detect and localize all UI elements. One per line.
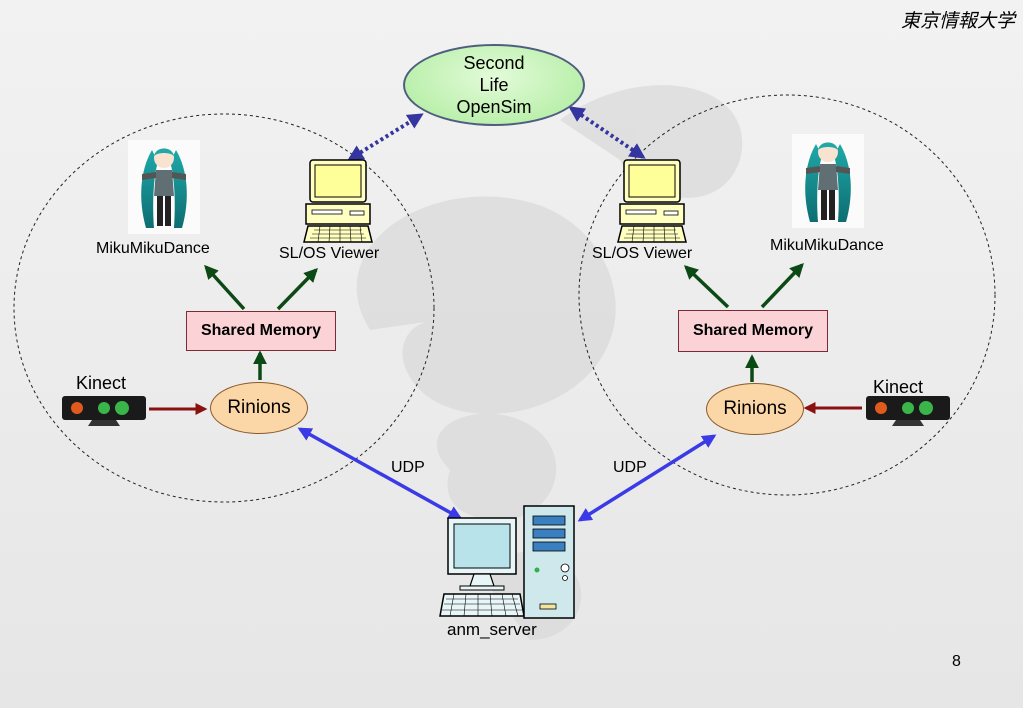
left-miku-character-icon — [128, 140, 200, 234]
left-memory-to-miku-arrow — [204, 264, 246, 311]
right-udp-label: UDP — [613, 459, 647, 476]
left-kinect-sensor-icon — [62, 396, 146, 426]
right-kinect-sensor-icon — [866, 396, 950, 426]
left-shared-memory-box: Shared Memory — [186, 311, 336, 351]
second-life-opensim-node: Second Life OpenSim — [403, 44, 585, 126]
right-group-boundary — [578, 94, 996, 496]
university-name: 東京情報大学 — [900, 11, 1015, 32]
right-shared-memory-label: Shared Memory — [692, 322, 814, 339]
left-shared-memory-label: Shared Memory — [200, 322, 322, 339]
left-rinions-node: Rinions — [210, 382, 308, 434]
left-viewer-computer-icon — [303, 159, 373, 243]
left-kinect-label: Kinect — [76, 373, 127, 393]
left-memory-to-viewer-arrow — [276, 267, 318, 311]
right-memory-to-viewer-arrow — [683, 265, 730, 309]
right-viewer-cloud-link — [568, 106, 646, 159]
server-computer-icon — [439, 505, 575, 619]
left-udp-label: UDP — [391, 459, 425, 476]
right-udp-link — [577, 434, 717, 522]
right-memory-to-miku-arrow — [760, 262, 804, 309]
right-kinect-label: Kinect — [873, 377, 924, 397]
left-viewer-cloud-link — [347, 113, 424, 161]
cloud-label-line-2: Life — [479, 75, 509, 95]
cloud-label-line-3: OpenSim — [456, 97, 532, 117]
page-number: 8 — [952, 653, 961, 670]
left-rinions-label: Rinions — [227, 397, 291, 418]
right-rinions-node: Rinions — [706, 383, 804, 435]
cloud-label-line-1: Second — [463, 53, 525, 73]
right-viewer-label: SL/OS Viewer — [592, 245, 693, 262]
right-rinions-label: Rinions — [723, 398, 787, 419]
right-miku-character-icon — [792, 134, 864, 228]
server-label: anm_server — [447, 620, 537, 639]
left-udp-link — [297, 427, 463, 520]
left-group-boundary — [13, 113, 435, 503]
right-viewer-computer-icon — [617, 159, 687, 243]
left-viewer-label: SL/OS Viewer — [279, 245, 380, 262]
right-mikumikudance-label: MikuMikuDance — [770, 237, 884, 254]
left-mikumikudance-label: MikuMikuDance — [96, 240, 210, 257]
right-shared-memory-box: Shared Memory — [678, 310, 828, 352]
